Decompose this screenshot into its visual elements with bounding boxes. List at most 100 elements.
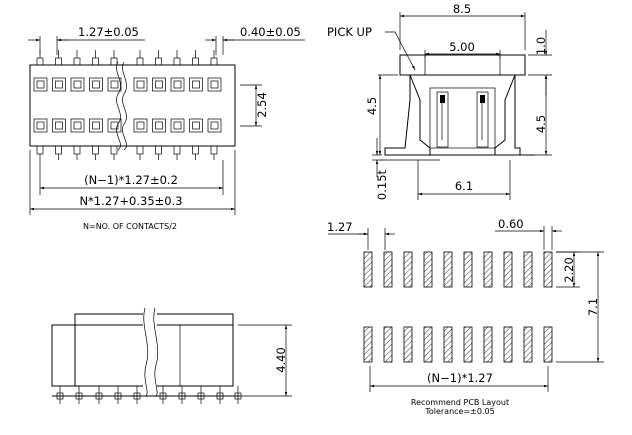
contact-window-outer [189, 77, 203, 92]
top-view-body [29, 64, 236, 147]
dim-thickness-label: 0.15t [375, 169, 389, 200]
pin-upper [210, 57, 218, 66]
pin-upper [110, 57, 118, 66]
pcb-pad [403, 251, 413, 288]
pcb-pad [523, 251, 533, 288]
pin-upper [92, 57, 99, 66]
contact-window-inner [192, 80, 200, 89]
contact-window-outer [33, 77, 48, 92]
pcb-pad [483, 251, 493, 288]
side-view: PICK UP 8.5 5.00 1.0 4.5 4.5 0.15t [327, 2, 552, 200]
pcb-pad [503, 326, 513, 363]
dim-right-height-label: 4.5 [534, 115, 548, 133]
front-view-body [51, 324, 234, 387]
contact-window-outer [152, 118, 166, 133]
top-view-contact-windows [33, 77, 222, 133]
pin-lower [92, 145, 99, 155]
contact-window-outer [189, 118, 203, 133]
pcb-pad [363, 251, 373, 288]
pin-upper [36, 57, 44, 66]
pcb-pads-lower [363, 326, 553, 363]
contact-window-outer [89, 118, 103, 133]
pcb-row-span-label: 7.1 [586, 298, 600, 316]
dim-foot-span-label: 6.1 [455, 179, 473, 193]
pcb-pad [503, 251, 513, 288]
pcb-pad [383, 326, 393, 363]
pcb-pad-length-label: 2.20 [562, 257, 576, 283]
contact-window-outer [70, 77, 85, 92]
contact-left [436, 91, 449, 148]
pin-lower [55, 145, 62, 155]
pin-lower [36, 145, 44, 155]
contact-window-outer [52, 77, 66, 92]
top-view: 1.27±0.05 0.40±0.05 2.54 (N−1)*1.27±0.2 … [28, 25, 305, 231]
contact-window-inner [210, 80, 219, 89]
pin-lower [210, 145, 218, 155]
contact-window-outer [89, 77, 103, 92]
pcb-layout: 1.27 0.60 2.20 7.1 (N−1)*1.27 Recommend … [327, 217, 604, 416]
contact-window-outer [107, 118, 122, 133]
dim-pin-width-label: 0.40±0.05 [240, 25, 301, 39]
dim-overall-label: N*1.27+0.35±0.3 [79, 194, 182, 208]
pcb-pad [443, 326, 453, 363]
dim-inner-width-label: 5.00 [449, 40, 475, 54]
front-height-label: 4.40 [274, 347, 288, 373]
contact-window-inner [55, 121, 63, 130]
pin-upper [155, 57, 162, 66]
contact-window-outer [152, 77, 166, 92]
pcb-pad [423, 251, 433, 288]
contact-window-inner [136, 80, 145, 89]
contact-window-inner [136, 121, 145, 130]
pcb-pad [483, 326, 493, 363]
contact-window-outer [133, 118, 148, 133]
contact-window-inner [36, 121, 45, 130]
pcb-pad [543, 326, 553, 363]
dim-pitch-label: 1.27±0.05 [78, 25, 139, 39]
pcb-total-label: (N−1)*1.27 [427, 371, 493, 385]
pcb-pad [443, 251, 453, 288]
pcb-pad [363, 326, 373, 363]
contact-window-outer [33, 118, 48, 133]
contact-window-inner [210, 121, 219, 130]
contact-window-inner [192, 121, 200, 130]
contact-window-inner [173, 80, 182, 89]
pcb-pitch-label: 1.27 [327, 220, 353, 234]
pin-upper [192, 57, 199, 66]
contact-window-inner [155, 80, 163, 89]
pin-lower [136, 145, 144, 155]
pin-lower [155, 145, 162, 155]
pin-upper [73, 57, 81, 66]
contact-window-outer [207, 77, 222, 92]
contact-window-inner [110, 121, 119, 130]
pcb-pad [383, 251, 393, 288]
contact-right [476, 91, 489, 148]
pcb-pad [543, 251, 553, 288]
front-view: 4.40 [51, 305, 292, 404]
contact-window-inner [155, 121, 163, 130]
contact-window-outer [107, 77, 122, 92]
pcb-pad [463, 251, 473, 288]
pin-lower [173, 145, 181, 155]
contacts-note: N=NO. OF CONTACTS/2 [83, 222, 177, 231]
pcb-caption: Recommend PCB Layout [411, 398, 509, 407]
pcb-tolerance: Tolerance=±0.05 [424, 407, 494, 416]
contact-window-inner [73, 121, 82, 130]
contact-window-inner [173, 121, 182, 130]
pcb-pads-upper [363, 251, 553, 288]
pcb-pad [523, 326, 533, 363]
contact-window-outer [52, 118, 66, 133]
dim-pitch-total-label: (N−1)*1.27±0.2 [84, 173, 178, 187]
contact-window-outer [170, 118, 185, 133]
contact-window-outer [70, 118, 85, 133]
housing-right [494, 74, 521, 156]
dim-width-label: 8.5 [453, 2, 471, 16]
contact-window-outer [207, 118, 222, 133]
pin-upper [136, 57, 144, 66]
contact-window-inner [73, 80, 82, 89]
pcb-pad [403, 326, 413, 363]
dim-pickup-top-label: 1.0 [534, 37, 548, 55]
pcb-pad [463, 326, 473, 363]
pin-lower [192, 145, 199, 155]
pcb-pad [423, 326, 433, 363]
contact-window-outer [133, 77, 148, 92]
